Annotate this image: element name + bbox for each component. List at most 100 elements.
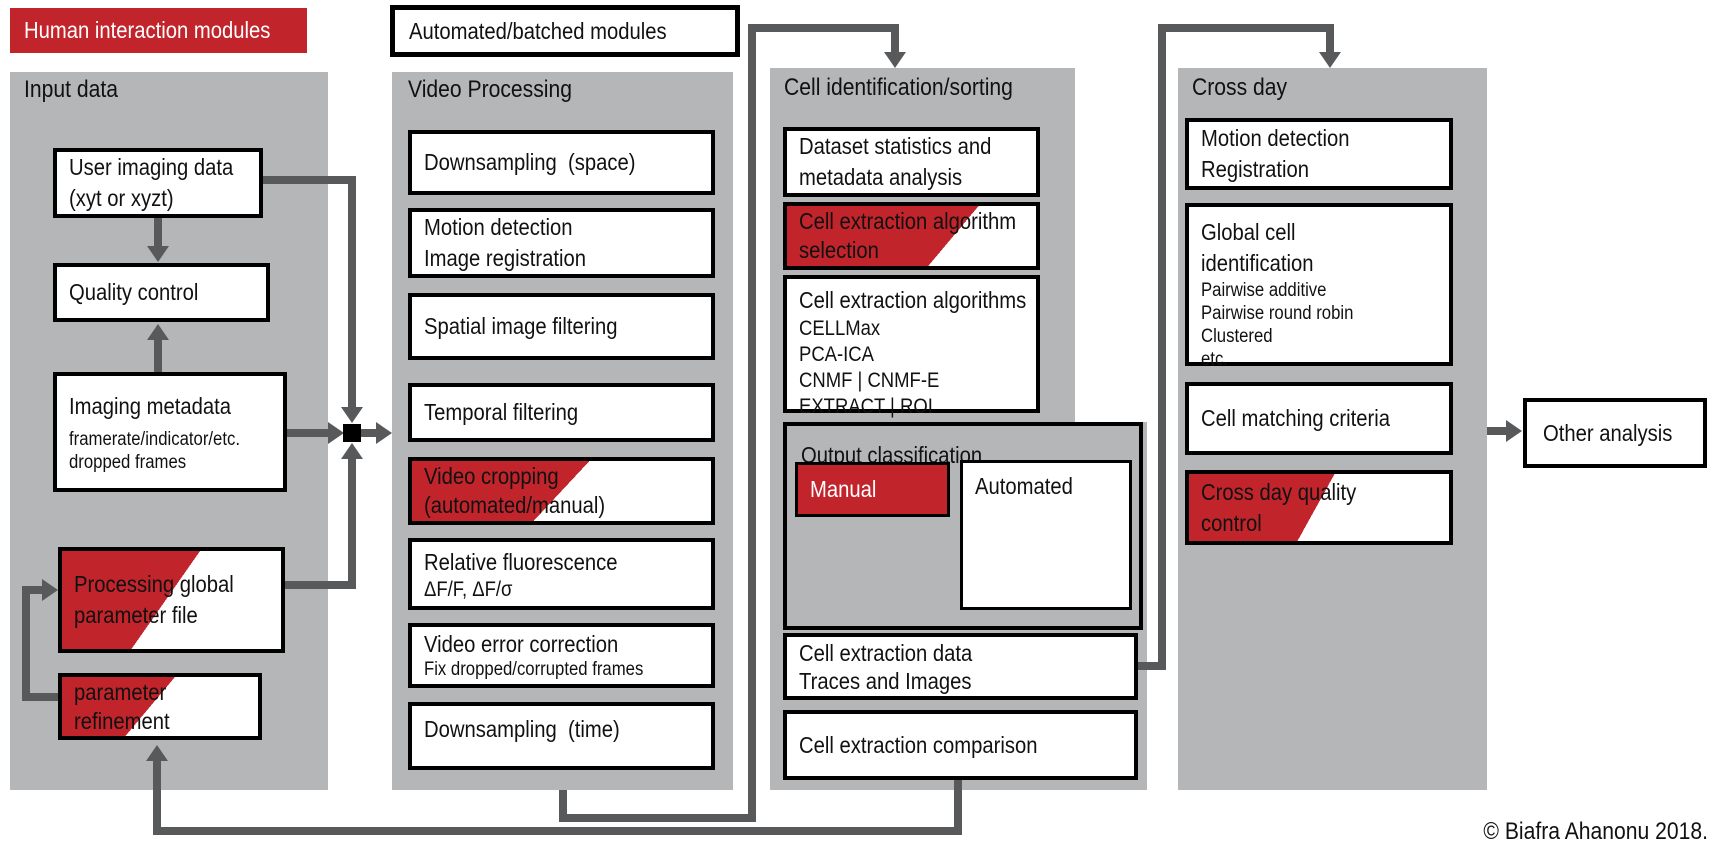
box-label: Video cropping — [424, 463, 559, 489]
box-user-imaging-data: User imaging data (xyt or xyzt) — [53, 148, 263, 218]
box-label: Relative fluorescence — [424, 549, 618, 575]
connector-other-h — [1487, 427, 1506, 435]
box-label: Registration — [1201, 156, 1310, 182]
box-label: Quality control — [69, 279, 199, 305]
column-title-input-data: Input data — [24, 76, 118, 103]
copyright-text: © Biafra Ahanonu 2018. — [1483, 818, 1708, 845]
box-temporal-filtering: Temporal filtering — [408, 383, 715, 442]
arrowhead-into-paramfile — [42, 579, 58, 601]
box-label: Spatial image filtering — [424, 313, 618, 339]
connector-hub-out-h — [360, 429, 376, 437]
box-label: Other analysis — [1543, 419, 1673, 446]
box-sublabel: CELLMax — [799, 317, 881, 340]
connector-userdata-v — [348, 176, 356, 407]
box-label: Cell extraction algorithm — [799, 208, 1017, 234]
box-label: Manual — [810, 476, 877, 502]
connector-metadata-h — [287, 429, 328, 437]
box-cross-day-quality-control: Cross day quality control — [1185, 470, 1453, 545]
box-manual-classification: Manual — [795, 462, 950, 517]
connector-feedback-v-left — [153, 761, 161, 835]
box-sublabel: etc. — [1201, 349, 1228, 370]
hub-junction-node — [343, 424, 361, 442]
box-label: parameter — [74, 678, 167, 705]
column-title-cross-day: Cross day — [1192, 74, 1288, 101]
box-label: Video error correction — [424, 630, 619, 657]
human-modules-banner: Human interaction modules — [10, 8, 307, 53]
arrowhead-into-other-analysis — [1506, 420, 1522, 442]
box-label: (automated/manual) — [424, 492, 606, 518]
box-sublabel: dropped frames — [69, 451, 187, 473]
arrowhead-into-refinement — [146, 745, 168, 761]
column-title-video-processing: Video Processing — [408, 76, 572, 103]
box-label: control — [1201, 509, 1262, 536]
arrowhead-into-hub-bottom — [341, 443, 363, 459]
arrowhead-into-qualityctl — [147, 324, 169, 340]
connector-metadata-up-v — [154, 340, 162, 372]
box-sublabel: Pairwise additive — [1201, 280, 1327, 301]
arrowhead-into-cell-column — [884, 52, 906, 68]
box-label: selection — [799, 237, 879, 263]
box-motion-detection-registration: Motion detection Image registration — [408, 208, 715, 278]
box-label: Image registration — [424, 245, 587, 271]
box-label: Global cell — [1201, 219, 1296, 245]
box-sublabel: PCA-ICA — [799, 343, 874, 366]
box-label: Cell extraction data — [799, 639, 973, 666]
connector-celldata-h — [1138, 662, 1166, 670]
connector-refine-loop-top — [22, 586, 42, 594]
box-label: refinement — [74, 707, 170, 734]
box-downsampling-space: Downsampling (space) — [408, 130, 715, 195]
box-label: Temporal filtering — [424, 399, 579, 425]
connector-celldata-top-stub — [1326, 32, 1334, 52]
box-label: Cell matching criteria — [1201, 405, 1390, 431]
box-cell-matching-criteria: Cell matching criteria — [1185, 382, 1453, 455]
connector-userdata-h — [263, 176, 348, 184]
column-title-cell-identification: Cell identification/sorting — [784, 74, 1013, 101]
box-sublabel: framerate/indicator/etc. — [69, 428, 240, 450]
box-label: Cell extraction algorithms — [799, 287, 1027, 313]
box-label: Imaging metadata — [69, 392, 232, 419]
box-quality-control: Quality control — [53, 263, 270, 322]
box-sublabel: Clustered — [1201, 326, 1273, 347]
box-downsampling-time: Downsampling (time) — [408, 702, 715, 770]
box-relative-fluorescence: Relative fluorescence ΔF/F, ΔF/σ — [408, 538, 715, 610]
box-sublabel: Pairwise round robin — [1201, 303, 1354, 324]
connector-vp-out-h — [559, 814, 756, 822]
automated-modules-banner: Automated/batched modules — [390, 5, 740, 57]
human-modules-label: Human interaction modules — [24, 17, 271, 43]
box-label: identification — [1201, 250, 1314, 276]
automated-modules-label: Automated/batched modules — [409, 17, 667, 44]
arrowhead-into-video-processing — [376, 422, 392, 444]
arrowhead-into-hub-top — [341, 407, 363, 423]
box-cell-extraction-comparison: Cell extraction comparison — [783, 710, 1138, 780]
box-label: User imaging data — [69, 154, 234, 180]
box-label: Processing global — [74, 571, 234, 597]
box-label: Downsampling (space) — [424, 149, 636, 175]
connector-celldata-up-v — [1158, 24, 1166, 670]
box-label: parameter file — [74, 602, 198, 628]
arrowhead-into-quality — [147, 246, 169, 262]
box-label: Downsampling (time) — [424, 716, 620, 742]
box-cell-extraction-algorithm-selection: Cell extraction algorithm selection — [783, 202, 1040, 270]
box-sublabel: Fix dropped/corrupted frames — [424, 658, 644, 680]
box-label: Cell extraction comparison — [799, 731, 1038, 758]
box-label: Cross day quality — [1201, 478, 1357, 505]
box-video-error-correction: Video error correction Fix dropped/corru… — [408, 623, 715, 688]
connector-vp-up-v — [748, 24, 756, 822]
box-sublabel: EXTRACT | ROI — [799, 395, 933, 418]
connector-feedback-v-right — [954, 780, 962, 835]
box-processing-global-parameter-file: Processing global parameter file — [58, 547, 285, 653]
box-automated-classification: Automated — [960, 460, 1132, 610]
box-global-cell-identification: Global cell identification Pairwise addi… — [1185, 203, 1453, 370]
box-label: Motion detection — [1201, 125, 1350, 151]
box-parameter-refinement: parameter refinement — [58, 673, 262, 740]
box-label: (xyt or xyzt) — [69, 185, 174, 211]
box-sublabel: CNMF | CNMF-E — [799, 369, 940, 392]
connector-celldata-top-h — [1158, 24, 1334, 32]
connector-refine-loop-v — [22, 586, 30, 701]
box-label: Traces and Images — [799, 667, 972, 694]
connector-vp-top-stub — [891, 32, 899, 52]
group-output-classification: Output classification Manual Automated — [783, 422, 1143, 630]
box-label: Automated — [975, 473, 1073, 499]
box-crossday-motion-detection: Motion detection Registration — [1185, 118, 1453, 190]
